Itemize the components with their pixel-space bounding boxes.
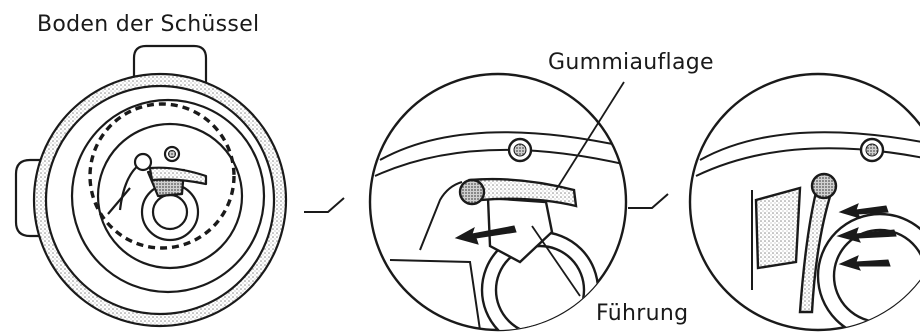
pivot-bolt	[460, 180, 484, 204]
bowl-bottom-overview	[16, 46, 286, 326]
pivot-bolt	[812, 174, 836, 198]
guide-insertion-detail	[690, 74, 920, 332]
step-arrow-icon	[304, 198, 344, 212]
label-bottom-of-bowl: Boden der Schüssel	[37, 14, 259, 36]
rubber-pad-detail	[370, 74, 640, 332]
label-guide: Führung	[596, 303, 688, 325]
label-rubber-pad: Gummiauflage	[548, 52, 714, 74]
stippled-segment	[756, 188, 800, 268]
step-arrow-icon	[628, 194, 668, 208]
